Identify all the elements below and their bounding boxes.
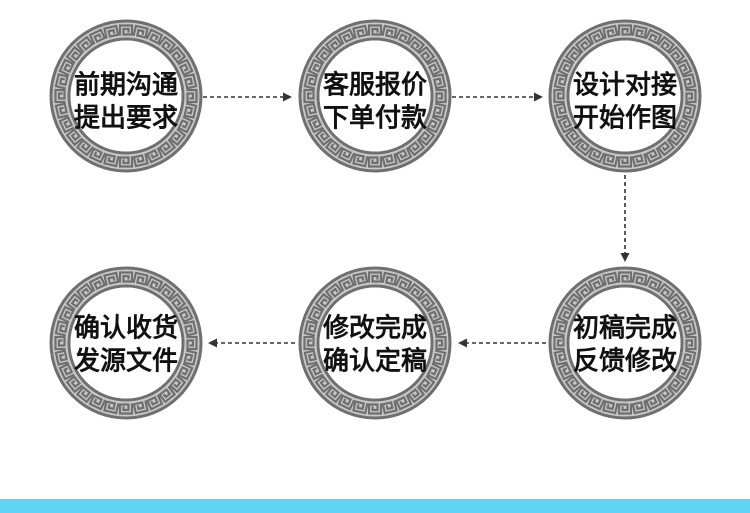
step-4-badge: 确认收货 发源文件 (49, 266, 203, 420)
step-4-line-2: 发源文件 (73, 346, 178, 377)
step-5-line-2: 确认定稿 (323, 346, 427, 377)
connector-step-5-to-4 (208, 338, 295, 348)
arrowhead-icon (458, 338, 467, 348)
step-5-line-1: 修改完成 (322, 313, 427, 344)
connector-step-1-to-2 (203, 92, 292, 102)
greek-key-ring-icon (49, 266, 203, 420)
step-5-badge: 修改完成 确认定稿 (298, 266, 452, 420)
arrowhead-icon (283, 92, 292, 102)
step-2-line-2: 下单付款 (323, 104, 428, 134)
step-4-line-1: 确认收货 (74, 313, 178, 344)
connectors (203, 92, 630, 348)
connector-step-3-to-6 (620, 175, 630, 262)
greek-key-ring-icon (548, 19, 702, 173)
bottom-accent-bar (0, 499, 750, 513)
step-6-line-1: 初稿完成 (573, 313, 677, 344)
step-3-badge: 设计对接 开始作图 (548, 19, 702, 173)
step-1-line-2: 提出要求 (74, 104, 178, 134)
connector-step-6-to-5 (458, 338, 546, 348)
greek-key-ring-icon (298, 266, 452, 420)
arrowhead-icon (534, 92, 543, 102)
step-3-line-1: 设计对接 (573, 71, 677, 101)
step-2-badge: 客服报价 下单付款 (298, 19, 452, 173)
step-1-line-1: 前期沟通 (74, 70, 178, 101)
arrowhead-icon (620, 253, 630, 262)
greek-key-ring-icon (49, 19, 203, 173)
connector-step-2-to-3 (452, 92, 543, 102)
greek-key-ring-icon (298, 19, 452, 173)
step-6-line-2: 反馈修改 (573, 346, 677, 377)
arrowhead-icon (208, 338, 217, 348)
greek-key-ring-icon (548, 266, 702, 420)
step-1-badge: 前期沟通 提出要求 (49, 19, 203, 173)
step-2-line-1: 客服报价 (323, 70, 428, 101)
step-3-line-2: 开始作图 (573, 104, 677, 134)
step-6-badge: 初稿完成 反馈修改 (548, 266, 702, 420)
